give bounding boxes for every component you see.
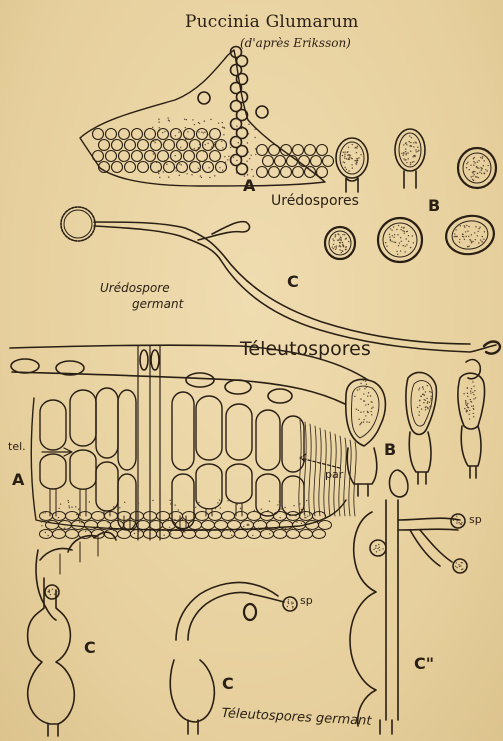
label-sp-1: sp <box>300 594 313 607</box>
label-teleuto-a: A <box>12 470 24 489</box>
label-uredo-b: B <box>428 196 440 215</box>
label-uredo-a: A <box>243 176 255 195</box>
plate-credit: (d'après Eriksson) <box>240 36 351 50</box>
label-teleuto-c3: C" <box>414 654 434 673</box>
label-uredospore-germ: Urédospore <box>100 281 170 295</box>
label-teleuto-b: B <box>384 440 396 459</box>
uredo-pustule <box>80 47 334 187</box>
label-sp-2: sp <box>469 513 482 526</box>
label-tel: tel. <box>8 440 26 453</box>
plate-title: Puccinia Glumarum <box>185 12 359 32</box>
teleuto-section <box>10 345 368 540</box>
heading-teleutospores: Téleutospores <box>240 338 371 360</box>
label-teleuto-c1: C <box>84 638 96 657</box>
label-teleuto-c2: C <box>222 674 234 693</box>
label-uredo-c: C <box>287 272 299 291</box>
label-germant: germant <box>132 297 183 311</box>
germinating-teleutospores <box>28 470 467 736</box>
label-par: par <box>325 468 343 481</box>
teleutospores-b <box>346 360 485 496</box>
label-uredospores: Urédospores <box>271 193 359 209</box>
